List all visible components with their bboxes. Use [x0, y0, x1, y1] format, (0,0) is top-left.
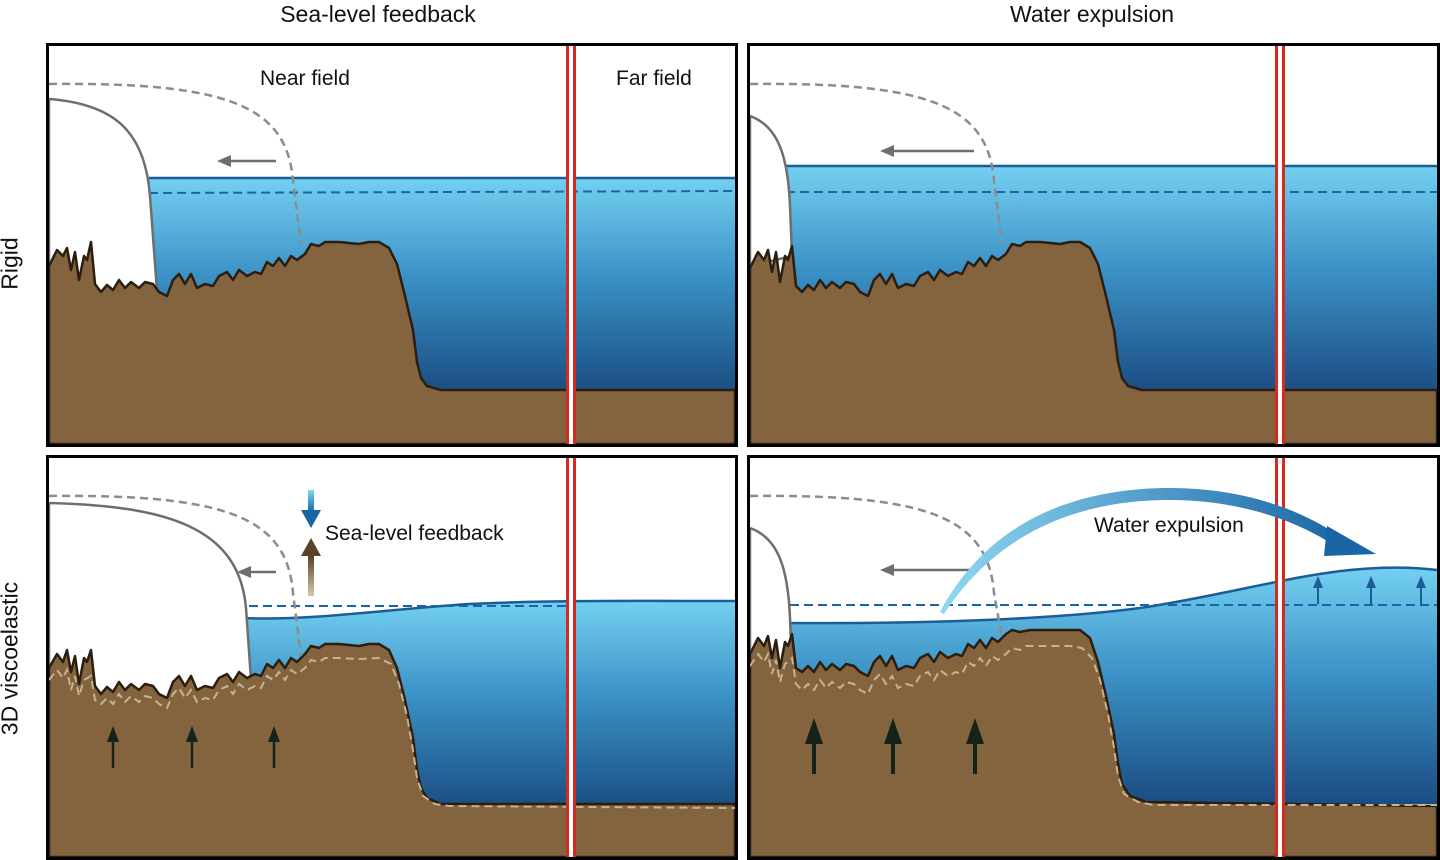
arrow-up-icon [186, 726, 198, 768]
sea-level-rise-arrows [1313, 576, 1426, 604]
bedrock-uplift-arrows [107, 726, 280, 768]
bedrock-uplift-arrows [805, 718, 984, 774]
near-far-divider [1275, 458, 1285, 857]
far-field-label: Far field [616, 67, 692, 90]
panel-rigid-water-expulsion [747, 43, 1440, 447]
ice-sheet [750, 114, 794, 268]
former-bedrock-dashed [750, 645, 1437, 806]
row-title-rigid: Rigid [0, 237, 23, 290]
arrow-left-icon [217, 155, 276, 167]
former-ice-extent-dashed [49, 494, 303, 657]
arrow-up-icon [805, 718, 823, 774]
former-ice-extent-dashed [750, 82, 1004, 245]
former-bedrock-dashed [49, 656, 735, 809]
water-expulsion-annotation: Water expulsion [1094, 514, 1244, 537]
curved-arrow-icon [940, 488, 1376, 614]
panel-rigid-sea-level-feedback: Near field Far field [46, 43, 738, 447]
arrow-left-icon [237, 566, 276, 578]
near-far-divider [566, 46, 576, 444]
former-ice-extent-dashed [750, 494, 1004, 639]
bedrock [49, 642, 735, 857]
bedrock [750, 628, 1437, 857]
arrow-up-icon [1313, 576, 1323, 604]
panel-viscoelastic-water-expulsion: Water expulsion [747, 455, 1440, 860]
arrow-up-icon [1416, 576, 1426, 604]
sea-surface-line [785, 566, 1437, 625]
arrow-up-icon [1366, 576, 1376, 604]
former-ice-extent-dashed [49, 82, 303, 245]
arrow-up-icon [268, 726, 280, 768]
arrow-up-icon [107, 726, 119, 768]
arrow-down-icon [301, 490, 321, 528]
arrow-up-icon [301, 538, 321, 596]
column-title-sea-level-feedback: Sea-level feedback [280, 1, 476, 27]
column-title-water-expulsion: Water expulsion [1009, 1, 1175, 27]
panel-viscoelastic-sea-level-feedback: Sea-level feedback [46, 455, 738, 860]
row-title-3d-viscoelastic: 3D viscoelastic [0, 581, 23, 736]
near-field-label: Near field [260, 67, 350, 90]
bedrock [750, 240, 1437, 444]
arrow-up-icon [966, 718, 984, 774]
near-far-divider [566, 458, 576, 857]
ice-sheet [49, 501, 254, 705]
near-far-divider [1275, 46, 1285, 444]
sea-level-feedback-annotation: Sea-level feedback [325, 522, 504, 545]
bedrock [49, 240, 735, 444]
arrow-left-icon [880, 564, 974, 576]
sea-surface-line [243, 599, 735, 620]
arrow-up-icon [884, 718, 902, 774]
sea-level-reference-dashed [148, 190, 735, 194]
arrow-left-icon [880, 145, 974, 157]
